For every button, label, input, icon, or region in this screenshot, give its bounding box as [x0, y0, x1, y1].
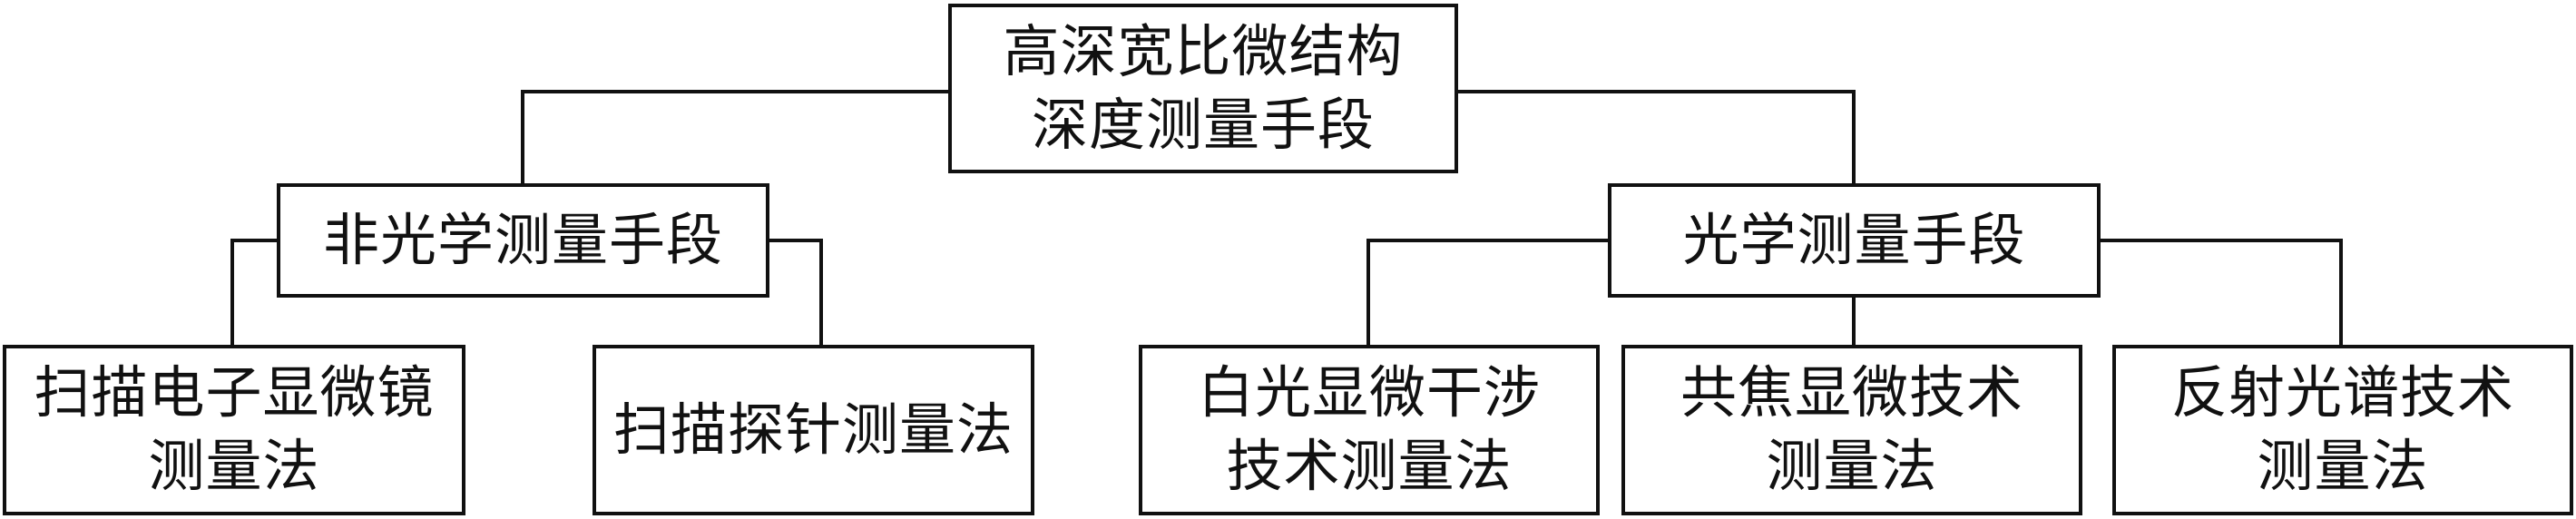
- leaf-node-spm: 扫描探针测量法: [593, 345, 1034, 515]
- connector-non-optical-to-sem: [230, 239, 277, 345]
- branch-node-non-optical: 非光学测量手段: [277, 183, 769, 298]
- connector-optical-to-wli: [1366, 239, 1608, 345]
- root-node: 高深宽比微结构 深度测量手段: [948, 4, 1458, 173]
- leaf-node-sem: 扫描电子显微镜 测量法: [3, 345, 465, 515]
- branch-node-optical: 光学测量手段: [1608, 183, 2101, 298]
- leaf-node-confocal: 共焦显微技术 测量法: [1621, 345, 2082, 515]
- connector-optical-to-reflect: [2101, 239, 2343, 345]
- connector-root-to-non-optical: [521, 90, 948, 183]
- connector-non-optical-to-spm: [769, 239, 823, 345]
- leaf-node-white-light-interferometry: 白光显微干涉 技术测量法: [1139, 345, 1600, 515]
- leaf-node-reflectance-spectroscopy: 反射光谱技术 测量法: [2112, 345, 2573, 515]
- connector-root-to-optical: [1458, 90, 1856, 183]
